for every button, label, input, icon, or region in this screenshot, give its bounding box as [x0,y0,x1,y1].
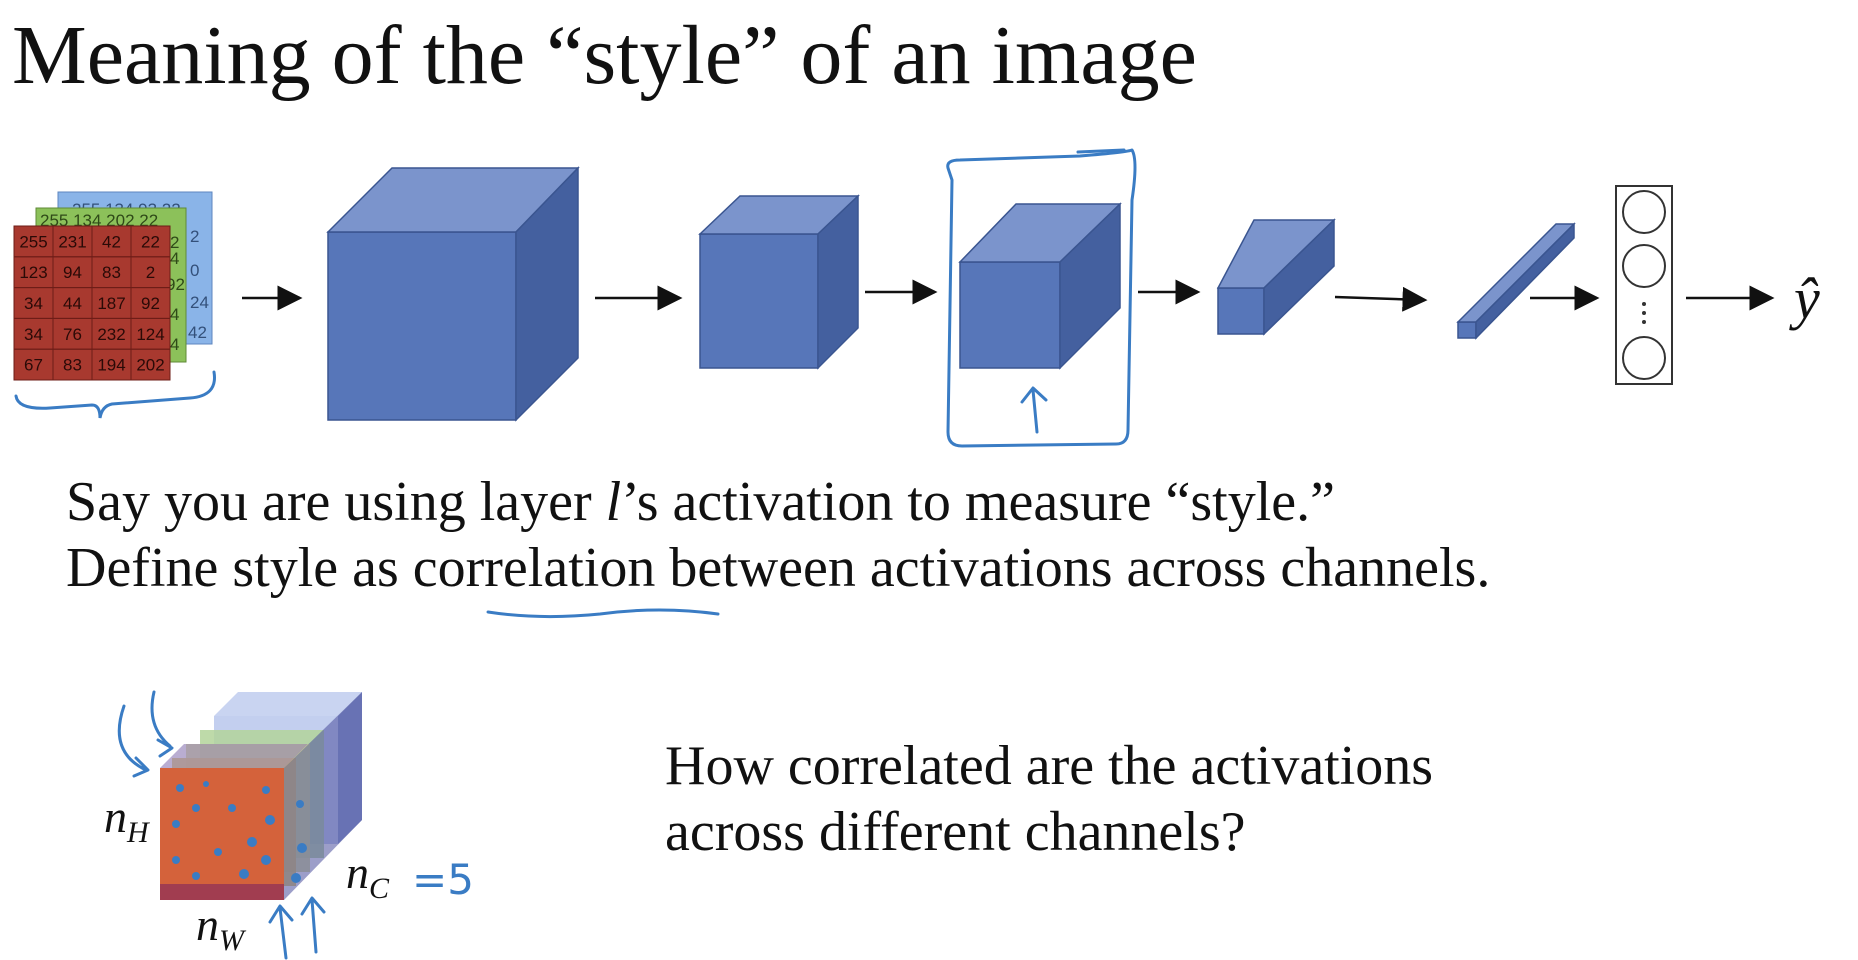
blue-channel-cell: 42 [188,323,207,342]
conv-volume-4 [1216,218,1336,336]
channels-value-annotation: =5 [412,855,474,904]
style-layer-sentence: Say you are using layer l’s activation t… [66,471,1335,533]
correlation-underline [486,608,720,619]
channel-pointer-arrow [268,904,294,960]
blue-channel-cell: 0 [190,261,199,280]
pixel-value: 67 [24,356,43,375]
channel-pointer-arrow [300,896,326,954]
output-y-hat: ŷ [1789,266,1820,331]
pixel-value: 34 [24,294,43,313]
height-label: nH [104,791,151,849]
pixel-value: 194 [97,356,125,375]
pixel-value: 202 [136,356,164,375]
layer-l-highlight-box [946,148,1137,448]
green-channel-row: 255 134 202 22 [40,211,158,230]
style-definition-sentence: Define style as correlation between acti… [66,537,1491,599]
channel-pointer-arrow [117,704,150,778]
pixel-value: 124 [136,325,164,344]
green-channel-cell: 4 [170,249,179,268]
question-line-1: How correlated are the activations [665,735,1434,797]
conv-volume-layer-l [958,202,1122,370]
activation-dots [172,781,307,883]
activation-volume [160,692,362,900]
flow-arrow [1334,286,1428,312]
pixel-value: 83 [102,263,121,282]
neuron [1622,336,1666,380]
width-label: nW [196,899,247,957]
blue-channel-cell: 2 [190,227,199,246]
pixel-value: 22 [141,232,160,251]
question-line-2: across different channels? [665,801,1246,863]
pixel-value: 44 [63,294,82,313]
neuron-ellipsis [1642,302,1646,306]
green-channel-cell: 92 [166,275,185,294]
pixel-value: 232 [97,325,125,344]
input-image-stack: 255 134 93 22 2 0 24 42 255 134 202 22 2… [13,191,213,381]
channels-label: nC [346,847,390,905]
input-brace [14,370,216,419]
pixel-value: 255 [19,232,47,251]
pixel-value: 2 [146,263,155,282]
neuron [1622,244,1666,288]
neuron-ellipsis [1642,320,1646,324]
output-neurons [1615,185,1673,385]
green-channel-cell: 4 [170,305,179,324]
neuron-ellipsis [1642,311,1646,315]
pixel-value: 94 [63,263,82,282]
conv-volume-1 [326,166,580,422]
red-channel: 255 231 42 22 123 94 83 2 34 44 187 92 34 76 232 124 67 8… [13,225,171,381]
pixel-value: 187 [97,294,125,313]
blue-channel-cell: 24 [190,293,209,312]
pixel-value: 76 [63,325,82,344]
pixel-value: 34 [24,325,43,344]
pixel-value: 231 [58,232,86,251]
slide-title: Meaning of the “style” of an image [12,9,1197,102]
pixel-value: 42 [102,232,121,251]
layer-l-highlight-tick [1076,148,1126,154]
fc-volume [1456,222,1576,340]
green-channel-cell: 4 [170,335,179,354]
pixel-cell [130,348,171,381]
pixel-value: 123 [19,263,47,282]
pixel-value: 92 [141,294,160,313]
neuron [1622,190,1666,234]
channel-pointer-arrow [150,690,174,758]
pixel-value: 83 [63,356,82,375]
green-channel-cell: 2 [170,233,179,252]
layer-l-pointer-arrow [1020,386,1048,434]
correlation-word: correlation [412,537,656,599]
conv-volume-2 [698,194,860,370]
